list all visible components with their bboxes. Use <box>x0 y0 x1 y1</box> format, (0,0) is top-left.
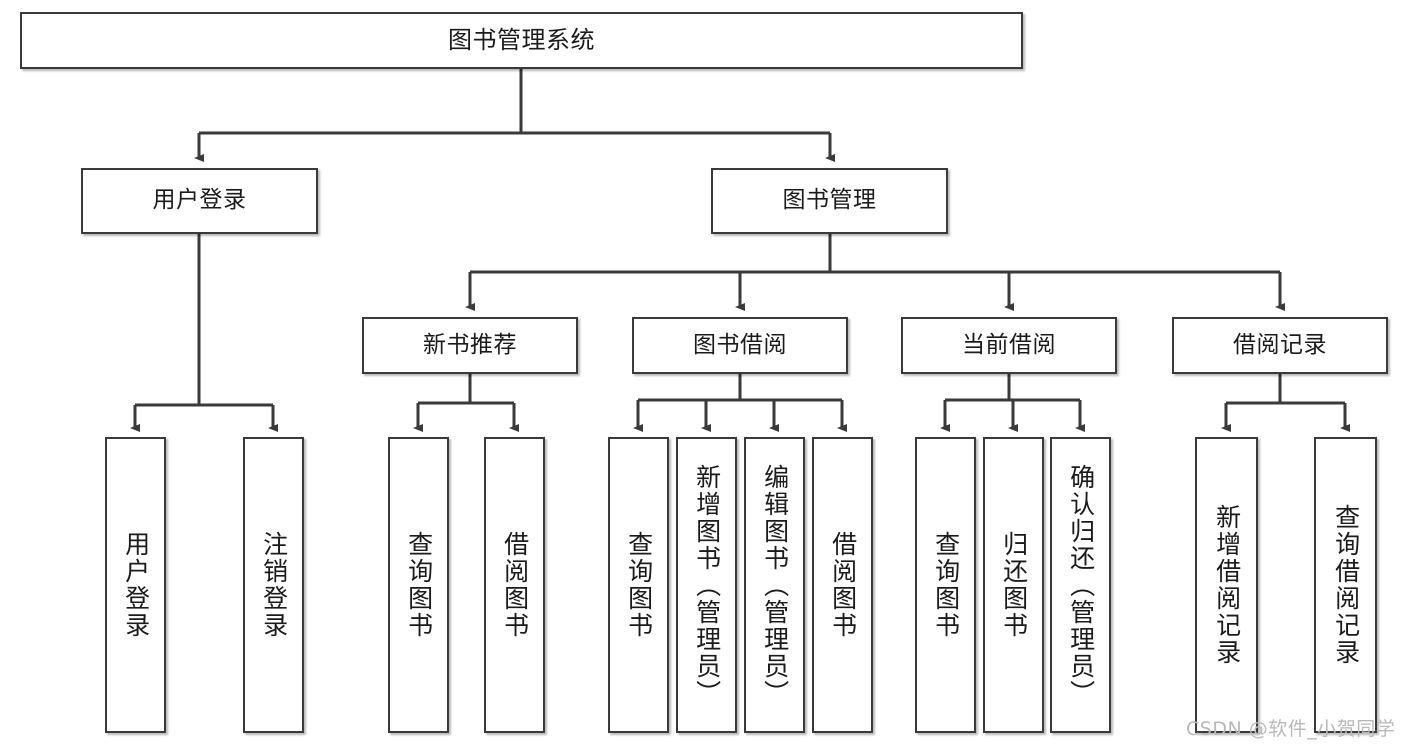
node-label: 借阅记录 <box>1233 331 1327 358</box>
node-user-login[interactable]: 用户登录 <box>81 168 318 234</box>
node-label: 新增借阅记录 <box>1212 504 1242 666</box>
node-label: 图书借阅 <box>693 331 787 358</box>
leaf-current-borrow-return[interactable]: 归还图书 <box>983 437 1044 733</box>
node-label: 图书管理系统 <box>448 26 595 55</box>
node-label: 查询借阅记录 <box>1331 504 1361 666</box>
leaf-user-login-logout[interactable]: 注销登录 <box>243 437 304 733</box>
node-new-book-recommend[interactable]: 新书推荐 <box>362 317 578 374</box>
leaf-book-borrow-edit[interactable]: 编辑图书（管理员） <box>744 437 805 733</box>
node-borrow-record[interactable]: 借阅记录 <box>1172 317 1388 374</box>
node-label: 归还图书 <box>999 531 1029 639</box>
leaf-book-borrow-query[interactable]: 查询图书 <box>608 437 669 733</box>
node-label: 新书推荐 <box>423 331 517 358</box>
leaf-new-book-query[interactable]: 查询图书 <box>388 437 449 733</box>
leaf-user-login-login[interactable]: 用户登录 <box>105 437 166 733</box>
node-book-management[interactable]: 图书管理 <box>711 168 948 234</box>
node-label: 借阅图书 <box>500 531 530 639</box>
node-label: 确认归还（管理员） <box>1066 463 1096 707</box>
leaf-borrow-record-query[interactable]: 查询借阅记录 <box>1314 437 1377 733</box>
node-label: 新增图书（管理员） <box>692 463 722 707</box>
node-label: 图书管理 <box>782 187 877 214</box>
node-book-borrow[interactable]: 图书借阅 <box>632 317 848 374</box>
node-label: 编辑图书（管理员） <box>760 463 790 707</box>
leaf-current-borrow-query[interactable]: 查询图书 <box>915 437 976 733</box>
node-label: 注销登录 <box>259 531 289 639</box>
node-label: 用户登录 <box>121 531 151 639</box>
leaf-new-book-borrow[interactable]: 借阅图书 <box>484 437 545 733</box>
leaf-book-borrow-borrow[interactable]: 借阅图书 <box>812 437 873 733</box>
node-label: 查询图书 <box>404 531 434 639</box>
node-label: 当前借阅 <box>962 331 1056 358</box>
leaf-borrow-record-add[interactable]: 新增借阅记录 <box>1195 437 1258 733</box>
node-label: 查询图书 <box>931 531 961 639</box>
node-label: 用户登录 <box>152 187 247 214</box>
node-label: 查询图书 <box>624 531 654 639</box>
node-label: 借阅图书 <box>828 531 858 639</box>
leaf-current-borrow-confirm-return[interactable]: 确认归还（管理员） <box>1050 437 1111 733</box>
leaf-book-borrow-add[interactable]: 新增图书（管理员） <box>676 437 737 733</box>
node-root-system[interactable]: 图书管理系统 <box>20 12 1023 69</box>
node-current-borrow[interactable]: 当前借阅 <box>901 317 1117 374</box>
